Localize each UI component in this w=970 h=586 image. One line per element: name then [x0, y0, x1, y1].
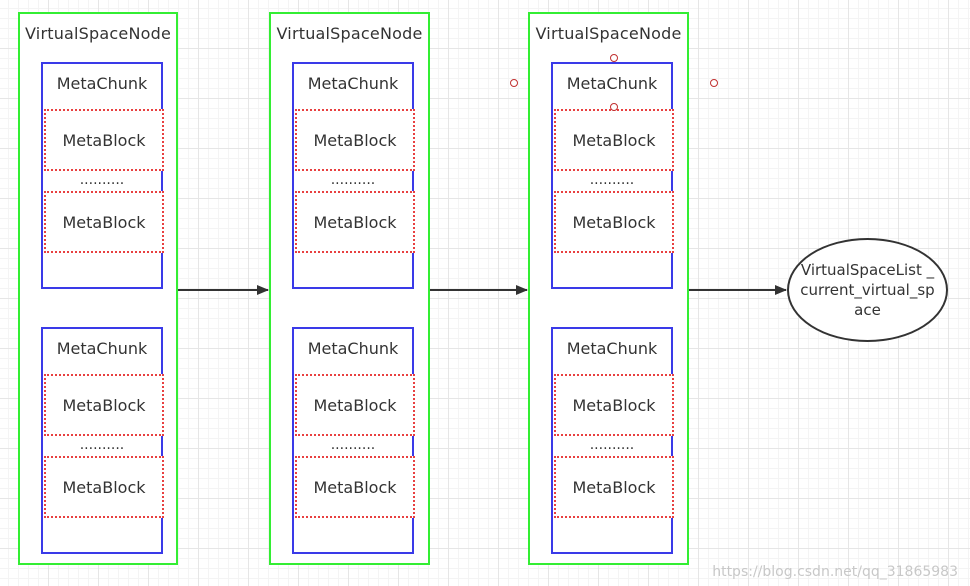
- virtual-space-node-1[interactable]: VirtualSpaceNode MetaChunk MetaBlock ...…: [18, 12, 178, 565]
- chunk-title: MetaChunk: [56, 74, 148, 93]
- selection-handle-left[interactable]: [510, 79, 518, 87]
- selection-handle-top[interactable]: [610, 54, 618, 62]
- virtual-space-node-2[interactable]: VirtualSpaceNode MetaChunk MetaBlock ...…: [269, 12, 430, 565]
- meta-chunk[interactable]: MetaChunk MetaBlock .......... MetaBlock: [292, 327, 415, 554]
- meta-block[interactable]: MetaBlock: [44, 374, 164, 436]
- meta-block[interactable]: MetaBlock: [554, 374, 674, 436]
- ellipsis: ..........: [330, 437, 376, 453]
- node-title: VirtualSpaceNode: [25, 24, 171, 43]
- ellipsis: ..........: [330, 172, 376, 188]
- chunk-title: MetaChunk: [566, 339, 658, 358]
- chunk-title: MetaChunk: [566, 74, 658, 93]
- ellipsis: ..........: [79, 172, 125, 188]
- selection-handle-bottom[interactable]: [610, 103, 618, 111]
- meta-block[interactable]: MetaBlock: [295, 191, 415, 253]
- meta-chunk[interactable]: MetaChunk MetaBlock .......... MetaBlock: [551, 62, 674, 289]
- meta-block[interactable]: MetaBlock: [44, 109, 164, 171]
- chunk-title: MetaChunk: [307, 339, 399, 358]
- chunk-title: MetaChunk: [56, 339, 148, 358]
- meta-chunk[interactable]: MetaChunk MetaBlock .......... MetaBlock: [551, 327, 674, 554]
- meta-chunk[interactable]: MetaChunk MetaBlock .......... MetaBlock: [41, 62, 164, 289]
- chunk-title: MetaChunk: [307, 74, 399, 93]
- meta-block[interactable]: MetaBlock: [554, 191, 674, 253]
- ellipsis: ..........: [589, 437, 635, 453]
- virtual-space-list-ellipse[interactable]: VirtualSpaceList _current_virtual_space: [787, 238, 948, 342]
- meta-block[interactable]: MetaBlock: [554, 109, 674, 171]
- virtual-space-node-3[interactable]: VirtualSpaceNode MetaChunk MetaBlock ...…: [528, 12, 689, 565]
- meta-chunk[interactable]: MetaChunk MetaBlock .......... MetaBlock: [292, 62, 415, 289]
- virtual-space-list-label: VirtualSpaceList _current_virtual_space: [800, 261, 935, 319]
- watermark: https://blog.csdn.net/qq_31865983: [712, 564, 958, 580]
- meta-block[interactable]: MetaBlock: [44, 191, 164, 253]
- meta-block[interactable]: MetaBlock: [295, 374, 415, 436]
- meta-block[interactable]: MetaBlock: [44, 456, 164, 518]
- ellipsis: ..........: [79, 437, 125, 453]
- meta-block[interactable]: MetaBlock: [295, 456, 415, 518]
- node-title: VirtualSpaceNode: [276, 24, 423, 43]
- meta-block[interactable]: MetaBlock: [554, 456, 674, 518]
- meta-chunk[interactable]: MetaChunk MetaBlock .......... MetaBlock: [41, 327, 164, 554]
- ellipsis: ..........: [589, 172, 635, 188]
- selection-handle-right[interactable]: [710, 79, 718, 87]
- meta-block[interactable]: MetaBlock: [295, 109, 415, 171]
- node-title: VirtualSpaceNode: [535, 24, 682, 43]
